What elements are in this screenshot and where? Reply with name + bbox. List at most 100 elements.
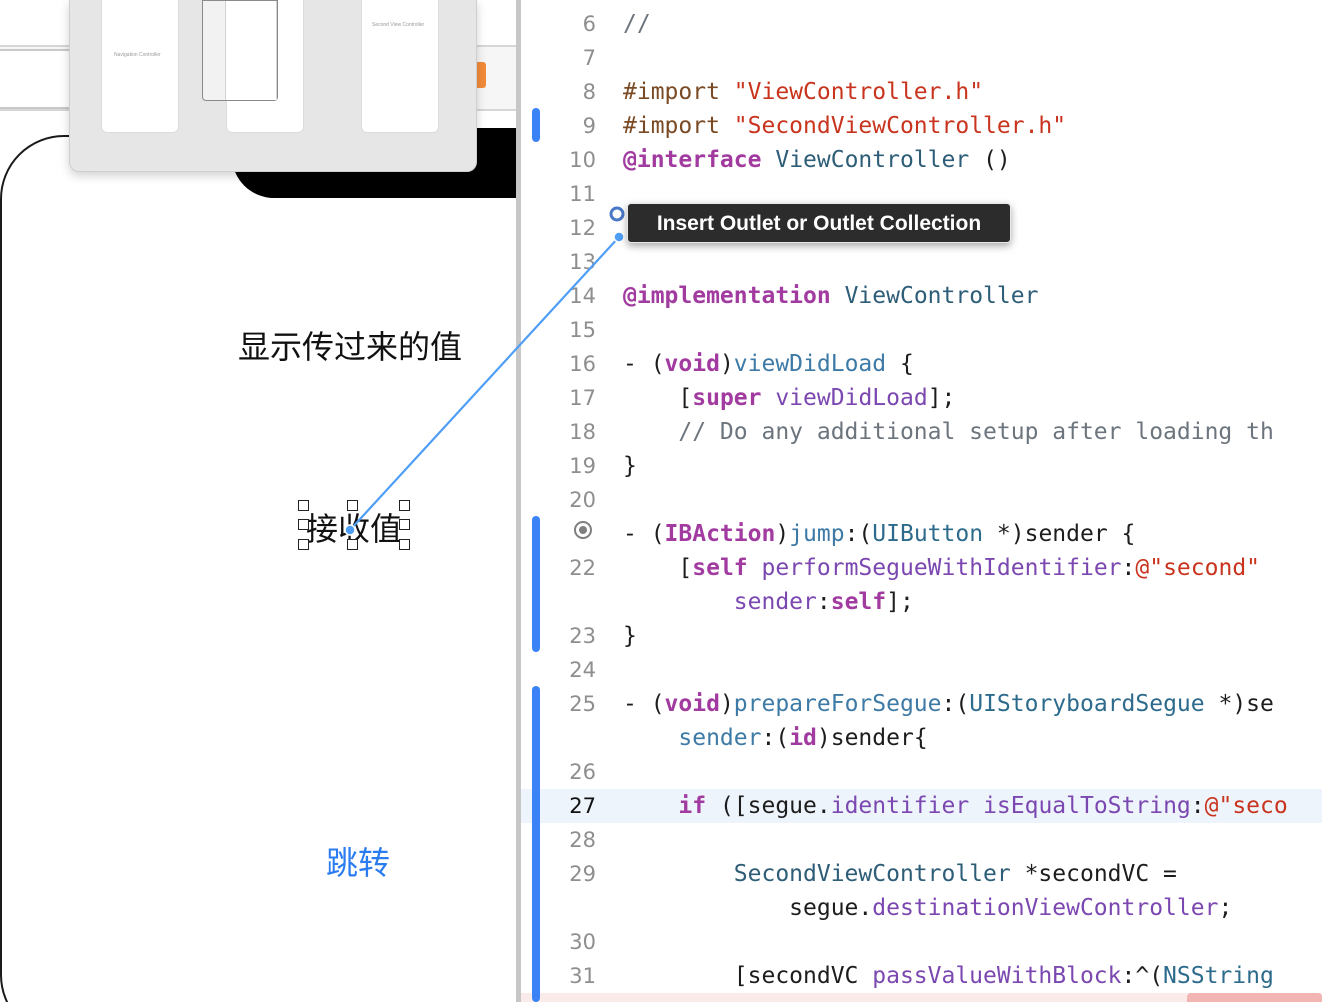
code-text: // Do any additional setup after loading… <box>678 419 1274 445</box>
code-text: segue.destinationViewController; <box>623 895 1233 921</box>
line-number: 20 <box>569 488 596 512</box>
resize-handle-top[interactable] <box>347 500 358 511</box>
storyboard-canvas[interactable]: Navigation Controller ... Second View Co… <box>0 0 516 1002</box>
code-line[interactable]: 20 <box>521 483 1322 517</box>
error-badge[interactable] <box>1187 993 1322 1002</box>
code-line[interactable]: 15 <box>521 313 1322 347</box>
resize-handle-bottom-left[interactable] <box>298 539 309 550</box>
resize-handle-left[interactable] <box>298 519 309 530</box>
code-text: sender:self]; <box>733 589 914 615</box>
connection-indicator-icon[interactable] <box>574 521 592 539</box>
code-line[interactable]: 6 // <box>521 7 1322 41</box>
line-number: 9 <box>582 114 596 138</box>
line-number: 11 <box>569 182 596 206</box>
code-line[interactable]: - (IBAction)jump:(UIButton *)sender { <box>521 517 1322 551</box>
code-line[interactable]: 26 <box>521 755 1322 789</box>
code-text: [super viewDidLoad]; <box>623 385 956 411</box>
code-text: #import "ViewController.h" <box>623 79 984 105</box>
line-number: 6 <box>582 12 596 36</box>
code-text: // <box>623 11 651 37</box>
code-text: SecondViewController *secondVC = <box>733 861 1177 887</box>
code-line[interactable]: segue.destinationViewController; <box>521 891 1322 925</box>
code-line[interactable]: 23} <box>521 619 1322 653</box>
storyboard-minimap[interactable]: Navigation Controller ... Second View Co… <box>69 0 477 172</box>
line-number: 17 <box>569 386 596 410</box>
resize-handle-top-left[interactable] <box>298 500 309 511</box>
code-line[interactable]: 17 [super viewDidLoad]; <box>521 381 1322 415</box>
code-line[interactable]: 12 <box>521 211 1322 245</box>
line-number: 13 <box>569 250 596 274</box>
code-line[interactable]: 19} <box>521 449 1322 483</box>
line-number: 29 <box>569 862 596 886</box>
code-line[interactable]: 8 #import "ViewController.h" <box>521 75 1322 109</box>
code-line[interactable]: 28 <box>521 823 1322 857</box>
code-line[interactable]: 14 @implementation ViewController <box>521 279 1322 313</box>
code-line[interactable]: 22 [self performSegueWithIdentifier:@"se… <box>521 551 1322 585</box>
code-line[interactable]: 18 // Do any additional setup after load… <box>521 415 1322 449</box>
minimap-viewport[interactable] <box>202 0 278 101</box>
line-number: 25 <box>569 692 596 716</box>
line-number: 27 <box>569 794 596 818</box>
code-line[interactable]: 16 - (void)viewDidLoad { <box>521 347 1322 381</box>
minimap-scene-second[interactable]: Second View Controller <box>361 0 439 133</box>
insert-outlet-tooltip: Insert Outlet or Outlet Collection <box>627 203 1011 243</box>
display-value-label[interactable]: 显示传过来的值 <box>238 328 463 366</box>
code-text: #import "SecondViewController.h" <box>623 113 1067 139</box>
change-indicator-bar[interactable] <box>532 108 540 142</box>
code-line[interactable]: sender:self]; <box>521 585 1322 619</box>
code-text: @implementation ViewController <box>623 283 1039 309</box>
line-number: 26 <box>569 760 596 784</box>
code-line[interactable]: 25 - (void)prepareForSegue:(UIStoryboardS… <box>521 687 1322 721</box>
line-number: 16 <box>569 352 596 376</box>
code-line[interactable]: 27 if ([segue.identifier isEqualToString… <box>521 789 1322 823</box>
resize-handle-bottom-right[interactable] <box>399 539 410 550</box>
code-editor[interactable]: 6 // 7 8 #import "ViewController.h" 9 #import … <box>521 0 1322 1002</box>
code-line[interactable]: 11 <box>521 177 1322 211</box>
code-line[interactable]: 9 #import "SecondViewController.h" <box>521 109 1322 143</box>
resize-handle-top-right[interactable] <box>399 500 410 511</box>
code-line[interactable]: 29 SecondViewController *secondVC = <box>521 857 1322 891</box>
line-number: 8 <box>582 80 596 104</box>
line-number: 30 <box>569 930 596 954</box>
code-line[interactable]: sender:(id)sender{ <box>521 721 1322 755</box>
line-number: 7 <box>582 46 596 70</box>
line-number: 28 <box>569 828 596 852</box>
code-line[interactable]: 10 @interface ViewController () <box>521 143 1322 177</box>
code-text: - (void)viewDidLoad { <box>623 351 914 377</box>
code-line[interactable]: 7 <box>521 41 1322 75</box>
line-number: 10 <box>569 148 596 172</box>
line-number: 24 <box>569 658 596 682</box>
line-number: 23 <box>569 624 596 648</box>
line-number: 19 <box>569 454 596 478</box>
code-text: sender:(id)sender{ <box>678 725 928 751</box>
line-number: 18 <box>569 420 596 444</box>
change-indicator-bar[interactable] <box>532 516 540 652</box>
code-line[interactable]: 13 <box>521 245 1322 279</box>
code-text: } <box>623 453 637 479</box>
line-number: 12 <box>569 216 596 240</box>
change-indicator-bar[interactable] <box>532 686 540 1002</box>
line-number: 31 <box>569 964 596 988</box>
code-text: } <box>623 623 637 649</box>
navigation-bar-box[interactable] <box>0 49 82 109</box>
line-number: 15 <box>569 318 596 342</box>
error-line <box>521 993 1322 1002</box>
code-text: - (IBAction)jump:(UIButton *)sender { <box>623 521 1136 547</box>
code-text: if ([segue.identifier isEqualToString:@"… <box>678 793 1288 819</box>
jump-button[interactable]: 跳转 <box>326 844 391 882</box>
code-line[interactable]: 30 <box>521 925 1322 959</box>
device-frame <box>0 135 516 1002</box>
code-text: [self performSegueWithIdentifier:@"secon… <box>623 555 1261 581</box>
code-text: [secondVC passValueWithBlock:^(NSString <box>623 963 1274 989</box>
line-number: 14 <box>569 284 596 308</box>
minimap-scene-second-caption: Second View Controller <box>372 22 425 28</box>
resize-handle-right[interactable] <box>399 519 410 530</box>
line-number: 22 <box>569 556 596 580</box>
code-text: @interface ViewController () <box>623 147 1011 173</box>
code-line[interactable]: 31 [secondVC passValueWithBlock:^(NSStri… <box>521 959 1322 993</box>
code-text: - (void)prepareForSegue:(UIStoryboardSeg… <box>623 691 1274 717</box>
code-line[interactable]: 24 <box>521 653 1322 687</box>
minimap-scene-navigation[interactable]: Navigation Controller <box>101 0 179 133</box>
resize-handle-bottom[interactable] <box>347 539 358 550</box>
minimap-viewport-inner <box>225 1 277 100</box>
